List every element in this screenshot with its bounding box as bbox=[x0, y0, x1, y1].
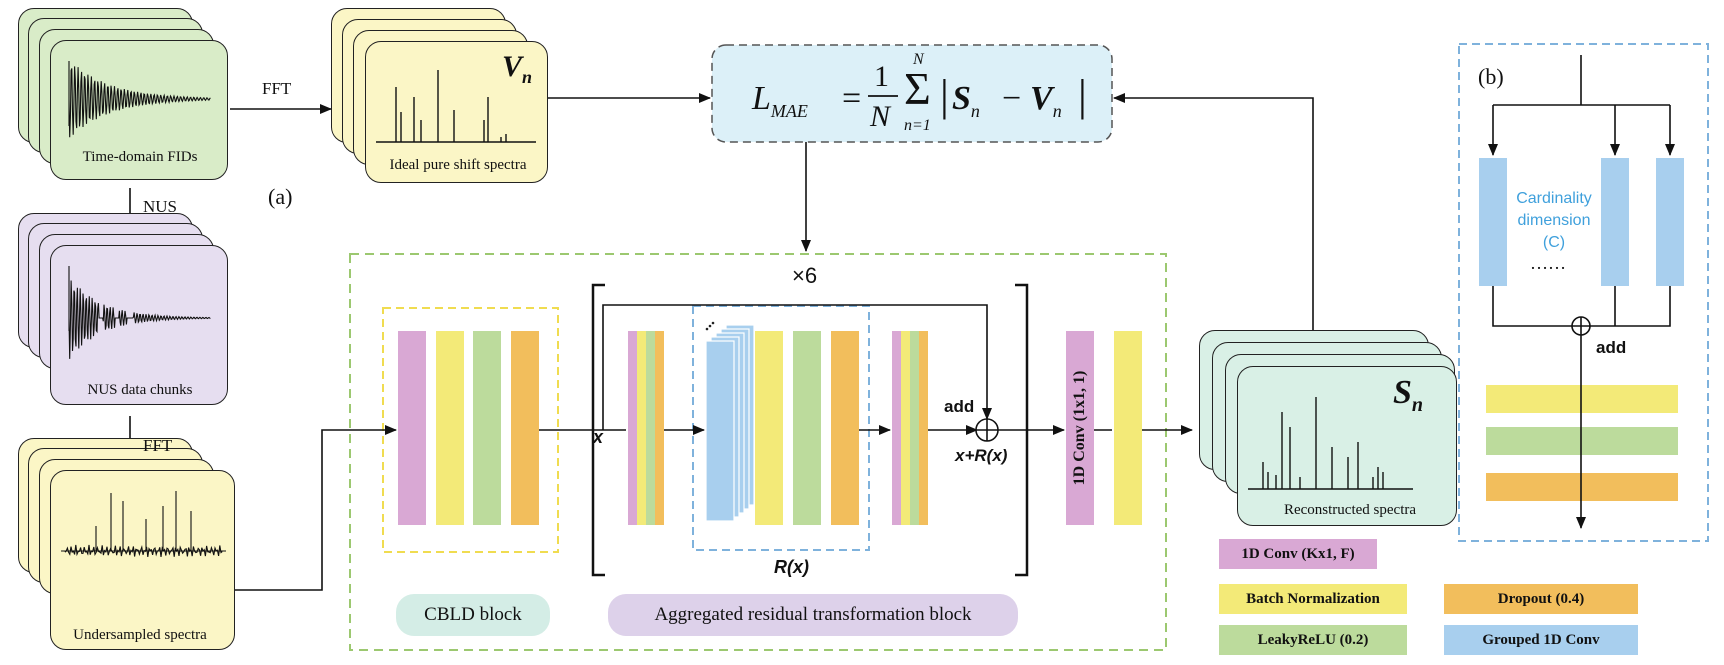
ideal-card-front bbox=[365, 41, 548, 183]
panel-a-label: (a) bbox=[268, 184, 293, 209]
nus-label: NUS bbox=[143, 197, 178, 216]
ideal-spectrum bbox=[376, 70, 536, 143]
nus-waveform bbox=[68, 266, 211, 359]
formula-sigma: Σ bbox=[904, 63, 931, 114]
legend-dropout: Dropout (0.4) bbox=[1444, 584, 1638, 614]
x-input-label: x bbox=[593, 427, 604, 447]
vn-symbol: Vn bbox=[502, 50, 533, 87]
cbld-bn-bar bbox=[436, 331, 464, 525]
times-six-label: ×6 bbox=[792, 263, 818, 288]
formula-minus: − bbox=[1002, 80, 1022, 117]
formula-num: 1 bbox=[874, 60, 889, 93]
card-bar-3 bbox=[1656, 158, 1684, 286]
add-b-label: add bbox=[1596, 338, 1627, 357]
network-dashed-frame bbox=[349, 253, 1167, 651]
formula-v: Vn bbox=[1030, 82, 1062, 120]
res-cbld-first bbox=[628, 331, 664, 525]
fid-card-front bbox=[50, 40, 228, 180]
time-domain-label: Time-domain FIDs bbox=[82, 149, 198, 165]
nus-chunks-label: NUS data chunks bbox=[87, 382, 193, 398]
output-bn-bar bbox=[1114, 331, 1142, 525]
conv-1x1-label: 1D Conv (1x1, 1) bbox=[1071, 370, 1088, 486]
connectors bbox=[125, 55, 1675, 591]
formula-den: N bbox=[870, 100, 891, 133]
legend-bn: Batch Normalization bbox=[1219, 584, 1407, 614]
formula-sum-bottom: n=1 bbox=[904, 117, 931, 134]
vn-sub: n bbox=[522, 67, 533, 87]
legend-leaky: LeakyReLU (0.2) bbox=[1219, 625, 1407, 655]
res-dropout-bar bbox=[831, 331, 859, 525]
loss-box bbox=[711, 44, 1113, 143]
b-dropout-bar bbox=[1486, 473, 1678, 501]
formula-mae: MAE bbox=[770, 100, 808, 121]
grouped-conv-stack bbox=[705, 321, 755, 522]
b-leaky-bar bbox=[1486, 427, 1678, 455]
sn-main: S bbox=[1393, 374, 1412, 411]
add-circle-b bbox=[1571, 316, 1591, 336]
vn-main: V bbox=[502, 50, 523, 83]
under-card-front bbox=[50, 470, 235, 650]
cbld-dropout-bar bbox=[511, 331, 539, 525]
undersampled-label: Undersampled spectra bbox=[73, 627, 207, 643]
formula-eq: = bbox=[842, 80, 862, 117]
x-plus-rx-label: x+R(x) bbox=[955, 446, 1008, 465]
sn-sub: n bbox=[1411, 393, 1424, 416]
fid-waveform bbox=[68, 61, 211, 138]
cbld-leaky-bar bbox=[473, 331, 501, 525]
res-bn-bar bbox=[755, 331, 783, 525]
b-bn-bar bbox=[1486, 385, 1678, 413]
res-cbld-last bbox=[892, 331, 928, 525]
formula-s: Sn bbox=[952, 82, 980, 120]
formula-frac-line bbox=[868, 95, 898, 97]
cbld-conv-bar bbox=[398, 331, 426, 525]
undersampled-spectrum bbox=[61, 491, 226, 557]
ideal-label: Ideal pure shift spectra bbox=[389, 157, 527, 173]
formula-s-main: S bbox=[952, 80, 971, 117]
fft-top-label: FFT bbox=[262, 79, 292, 98]
formula-abs-left: | bbox=[940, 71, 949, 120]
formula-abs-right: | bbox=[1078, 71, 1087, 120]
formula-v-sub: n bbox=[1052, 100, 1062, 121]
res-leaky-bar bbox=[793, 331, 821, 525]
panel-b-dashed-frame bbox=[1458, 43, 1709, 542]
output-conv-bar bbox=[1066, 331, 1094, 525]
legend-conv: 1D Conv (Kx1, F) bbox=[1219, 539, 1377, 569]
reconstructed-spectrum bbox=[1248, 397, 1413, 490]
formula-s-sub: n bbox=[970, 100, 980, 121]
nus-card-front bbox=[50, 245, 228, 405]
card-bar-1 bbox=[1479, 158, 1507, 286]
rx-label: R(x) bbox=[774, 557, 809, 577]
panel-b-label: (b) bbox=[1478, 64, 1504, 89]
agg-block-pill: Aggregated residual transformation block bbox=[608, 594, 1018, 636]
sn-symbol: Sn bbox=[1393, 376, 1423, 415]
formula-sum-top: N bbox=[913, 51, 924, 68]
cardinality-label: Cardinality dimension (C) bbox=[1516, 190, 1592, 251]
add-circle-a bbox=[975, 418, 999, 442]
reconstructed-label: Reconstructed spectra bbox=[1283, 502, 1417, 518]
legend-grouped: Grouped 1D Conv bbox=[1444, 625, 1638, 655]
cardinality-dots: …… bbox=[1530, 253, 1566, 273]
formula-lhs: LMAE bbox=[752, 82, 808, 120]
recon-card-front bbox=[1237, 366, 1457, 526]
cbld-block-pill: CBLD block bbox=[396, 594, 550, 636]
fft-mid-label: FFT bbox=[143, 436, 173, 455]
card-bar-2 bbox=[1601, 158, 1629, 286]
formula-v-main: V bbox=[1030, 80, 1053, 117]
formula-l: L bbox=[752, 80, 771, 117]
add-a-label: add bbox=[944, 397, 975, 416]
